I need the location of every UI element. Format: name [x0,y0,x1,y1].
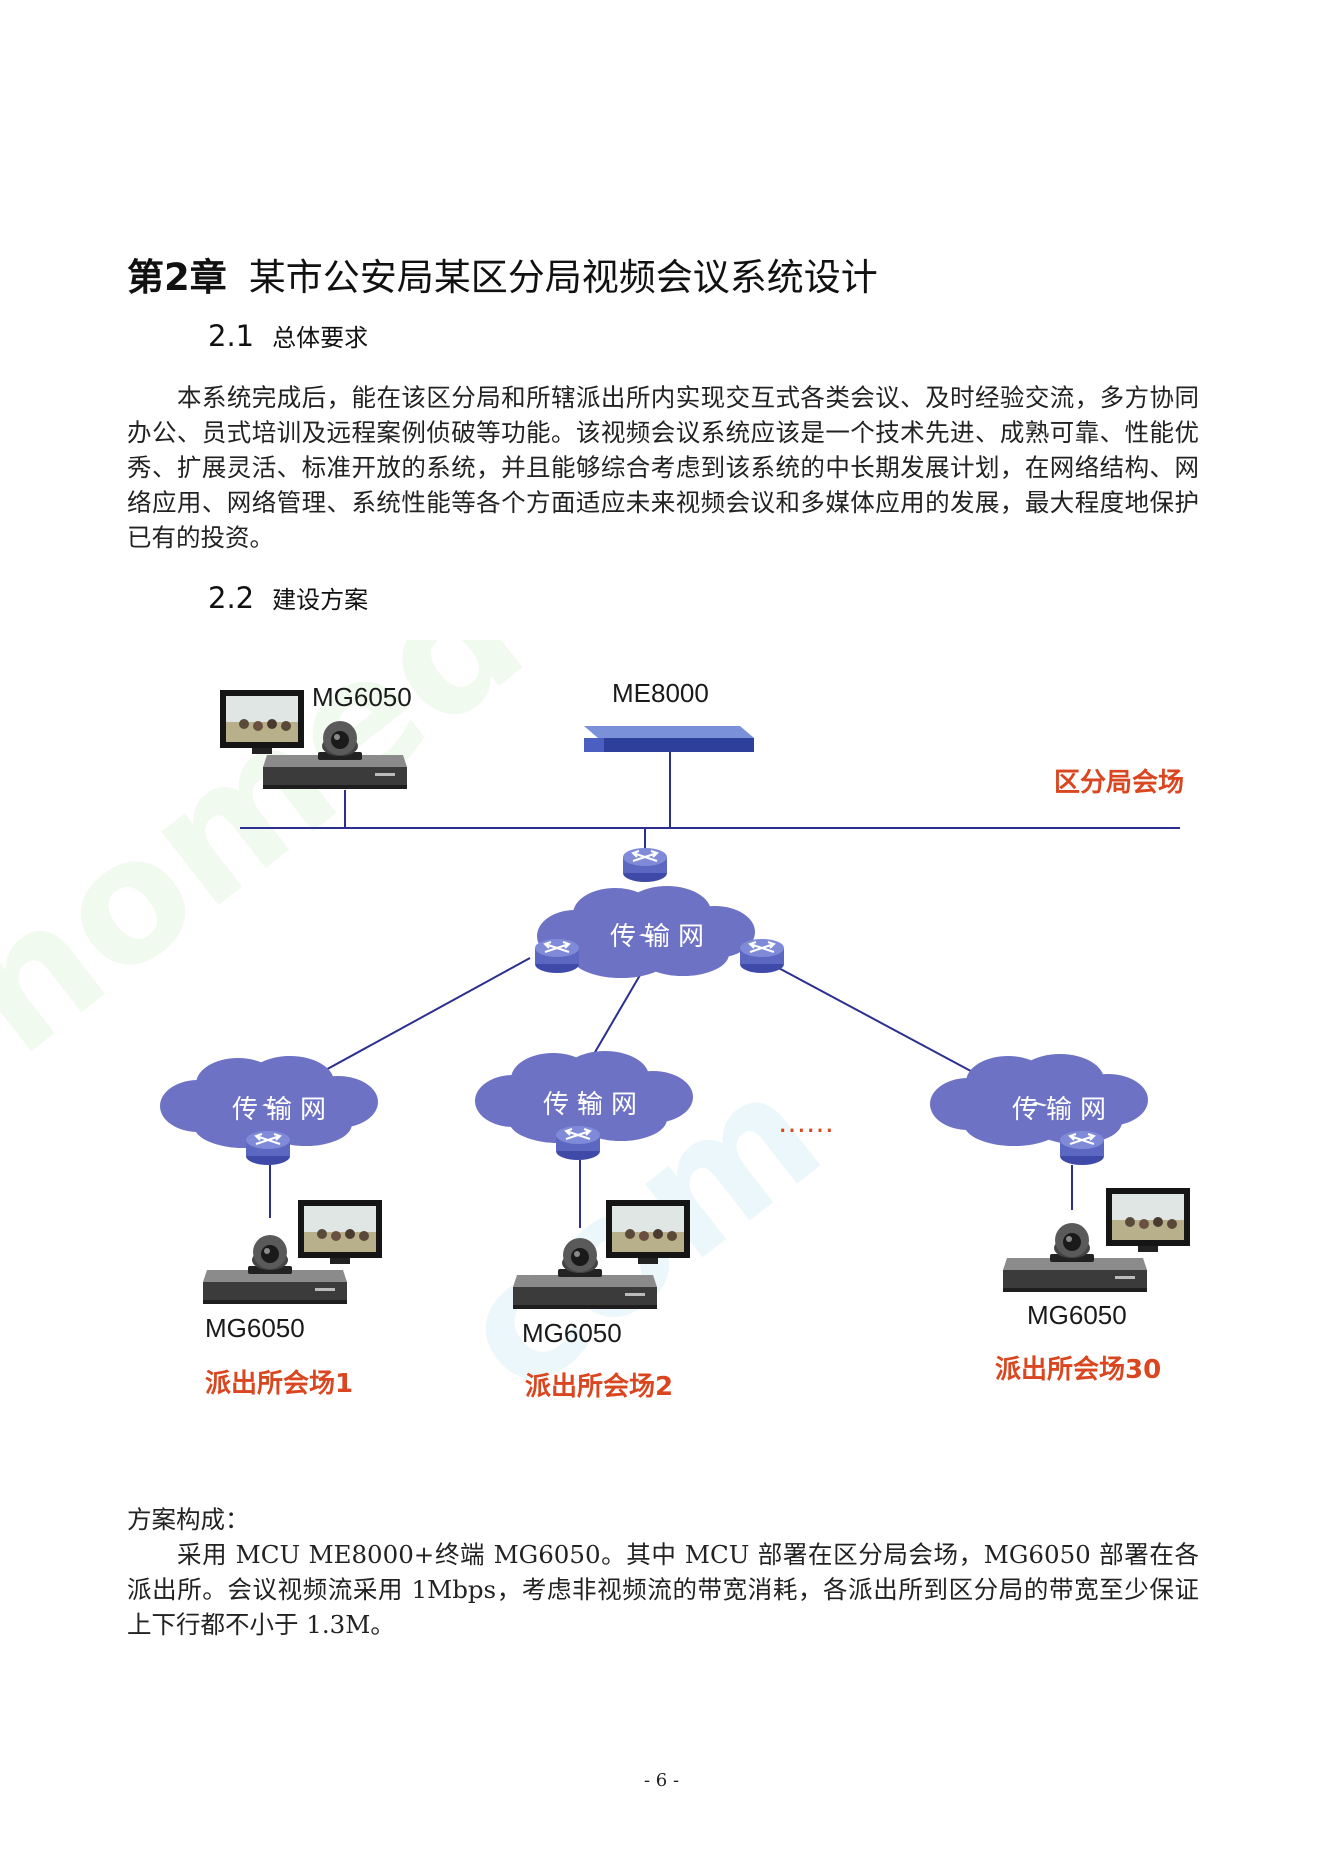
codec-icon [513,1275,657,1309]
hq-terminal: MG6050 [220,682,412,789]
site-30: 传输网 MG6050 派出所会场30 [930,1054,1190,1385]
composition-heading: 方案构成： [127,1505,250,1534]
camera-icon [248,1235,292,1274]
codec-icon [263,755,407,789]
monitor-icon [606,1200,690,1264]
page-number: - 6 - [643,1770,680,1791]
paragraph-text: 本系统完成后，能在该区分局和所辖派出所内实现交互式各类会议、及时经验交流，多方协… [127,383,1199,552]
composition-body: 采用 MCU ME8000+终端 MG6050。其中 MCU 部署在区分局会场，… [127,1540,1199,1639]
site-label: 派出所会场1 [205,1369,353,1399]
router-icon [739,938,785,974]
monitor-icon [1106,1188,1190,1252]
chapter-title-text: 某市公安局某区分局视频会议系统设计 [248,255,878,299]
site-label: 派出所会场30 [995,1355,1161,1385]
site-cloud-label: 传输网 [232,1095,334,1125]
router-icon [622,847,668,883]
requirements-paragraph: 本系统完成后，能在该区分局和所辖派出所内实现交互式各类会议、及时经验交流，多方协… [127,380,1199,555]
hq-terminal-label: MG6050 [312,682,412,712]
section-heading-2-2: 2.2 建设方案 [208,580,368,615]
site-terminal-label: MG6050 [1027,1300,1127,1330]
more-sites-ellipsis: …… [778,1106,834,1139]
solution-composition: 方案构成： 采用 MCU ME8000+终端 MG6050。其中 MCU 部署在… [127,1502,1199,1642]
watermark: homedoc com [0,640,856,1420]
section-title: 建设方案 [272,586,369,614]
camera-icon [1050,1223,1094,1262]
mcu-device: ME8000 [584,678,754,752]
router-icon [1059,1130,1105,1166]
site-cloud-label: 传输网 [1012,1095,1114,1125]
monitor-icon [298,1200,382,1264]
core-cloud-label: 传输网 [610,922,712,952]
site-terminal-label: MG6050 [522,1318,622,1348]
core-network: 传输网 [534,847,785,978]
section-number: 2.2 [208,581,255,615]
site-cloud-label: 传输网 [543,1090,645,1120]
site-1: 传输网 MG6050 派出所会场1 [160,1056,382,1399]
section-title: 总体要求 [272,324,369,352]
site-label: 派出所会场2 [525,1372,673,1402]
router-icon [245,1130,291,1166]
codec-icon [203,1270,347,1304]
mcu-icon [584,726,754,738]
site-terminal-label: MG6050 [205,1313,305,1343]
site-2: 传输网 MG6050 派出所会场2 [475,1051,693,1402]
section-number: 2.1 [208,319,255,353]
mcu-label: ME8000 [612,678,709,708]
hq-site-label: 区分局会场 [1054,768,1184,798]
network-diagram: homedoc com MG6050 ME8000 区分局会场 传输网 传输网 [0,640,1190,1420]
router-icon [534,938,580,974]
monitor-icon [220,690,304,754]
codec-icon [1003,1258,1147,1292]
section-heading-2-1: 2.1 总体要求 [208,318,368,353]
chapter-title: 第2章某市公安局某区分局视频会议系统设计 [127,247,878,301]
chapter-number: 第2章 [127,255,227,299]
router-icon [555,1125,601,1161]
